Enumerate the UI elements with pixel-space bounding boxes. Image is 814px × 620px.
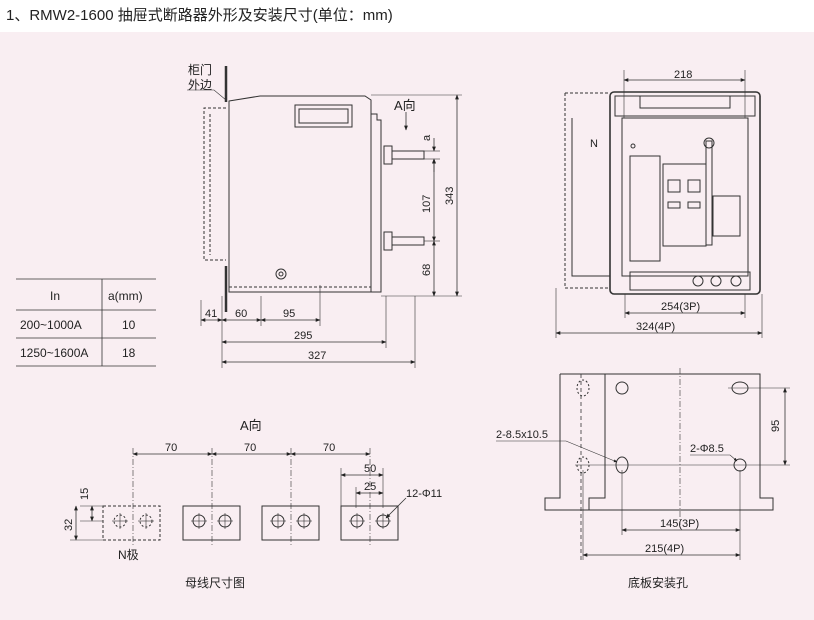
front-bottom-rail	[629, 271, 751, 291]
front-handle-bar	[705, 140, 713, 246]
table-header-in: In	[50, 289, 60, 303]
side-view	[187, 66, 462, 368]
table-cell: 18	[122, 346, 136, 360]
front-bottom-icon	[730, 275, 742, 287]
nameplate-inner	[298, 108, 349, 124]
dim-32-label: 32	[63, 519, 75, 531]
dim-324-label: 324(4P)	[636, 321, 675, 333]
door-label-line2: 外边	[188, 78, 212, 92]
dim-25-label: 25	[364, 481, 376, 493]
hole-label-leader	[385, 497, 407, 519]
n-label: N	[590, 138, 598, 150]
terminal-block-top	[383, 145, 393, 165]
busbar-bottom	[391, 236, 425, 246]
hole-label-leader	[690, 454, 738, 462]
busbar-view-label: A向	[240, 418, 262, 433]
rear-housing	[371, 113, 382, 293]
dim-70-label: 70	[244, 442, 256, 454]
dim-215-label: 215(4P)	[645, 543, 684, 555]
front-panel	[621, 117, 749, 277]
dim-218-label: 218	[674, 69, 692, 81]
front-top-handle-inner	[639, 95, 731, 109]
slot-hole-icon	[576, 379, 590, 397]
base-plate-outline	[560, 373, 774, 511]
dim-95-label: 95	[770, 420, 782, 432]
nameplate-window	[294, 104, 353, 128]
base-plate-view	[496, 368, 790, 560]
slot-spec-label: 2-8.5x10.5	[496, 429, 548, 441]
front-side-frame	[571, 118, 610, 277]
door-label-line1: 柜门	[188, 62, 212, 77]
dim-70-label: 70	[165, 442, 177, 454]
dim-295-label: 295	[294, 330, 312, 342]
dim-60-label: 60	[235, 308, 247, 320]
busbar-pole	[182, 505, 241, 541]
view-a-label: A向	[394, 98, 416, 113]
dim-254-label: 254(3P)	[661, 301, 700, 313]
dim-68-label: 68	[421, 264, 433, 276]
front-top-handle	[614, 95, 756, 117]
slot-label-leader	[496, 440, 618, 463]
front-dashed-outline	[564, 92, 610, 289]
breaker-body	[228, 95, 372, 293]
front-bottom-icon	[710, 275, 722, 287]
hole-spec-label: 2-Φ8.5	[690, 443, 724, 455]
front-frame	[609, 91, 761, 295]
hole-spec-label: 12-Φ11	[406, 488, 442, 500]
dim-343-label: 343	[444, 187, 456, 205]
dim-a-label: a	[421, 134, 433, 141]
front-button-1	[667, 179, 681, 193]
table-header-a: a(mm)	[108, 289, 143, 303]
n-pole-busbar-dashed	[102, 505, 161, 541]
table-cell: 1250~1600A	[20, 346, 88, 360]
table-cell: 200~1000A	[20, 318, 82, 332]
busbar-pole	[261, 505, 320, 541]
rating-table	[16, 278, 156, 367]
front-indicator-2	[687, 201, 701, 209]
dim-70-label: 70	[323, 442, 335, 454]
table-cell: 10	[122, 318, 136, 332]
dim-41-label: 41	[205, 308, 217, 320]
drawer-outline-dashed	[203, 107, 226, 261]
header: 1、RMW2-1600 抽屉式断路器外形及安装尺寸(单位：mm)	[0, 0, 814, 32]
busbar-view	[70, 448, 407, 545]
dim-15-label: 15	[79, 488, 91, 500]
knob-icon	[275, 268, 287, 280]
door-label-leader	[187, 89, 227, 101]
n-pole-label: N极	[118, 548, 139, 562]
front-right-block	[712, 195, 741, 237]
terminal-block-bottom	[383, 231, 393, 251]
base-plate-outline-left	[544, 374, 589, 511]
dim-95-label: 95	[283, 308, 295, 320]
front-left-block	[629, 155, 661, 262]
base-caption: 底板安装孔	[628, 575, 688, 590]
front-view	[555, 70, 763, 338]
busbar-caption: 母线尺寸图	[185, 576, 245, 590]
dim-327-label: 327	[308, 350, 326, 362]
dim-145-label: 145(3P)	[660, 518, 699, 530]
knob-center-icon	[278, 271, 284, 277]
front-handle-knob-icon	[703, 137, 715, 149]
front-bottom-icon	[692, 275, 704, 287]
page-title: 1、RMW2-1600 抽屉式断路器外形及安装尺寸(单位：mm)	[6, 7, 393, 24]
dim-107-label: 107	[421, 195, 433, 213]
mount-hole-icon	[615, 381, 629, 395]
dim-50-label: 50	[364, 463, 376, 475]
front-screw-icon	[630, 143, 636, 149]
front-indicator-1	[667, 201, 681, 209]
front-button-2	[687, 179, 701, 193]
busbar-top	[391, 150, 425, 160]
busbar-pole	[340, 505, 399, 541]
